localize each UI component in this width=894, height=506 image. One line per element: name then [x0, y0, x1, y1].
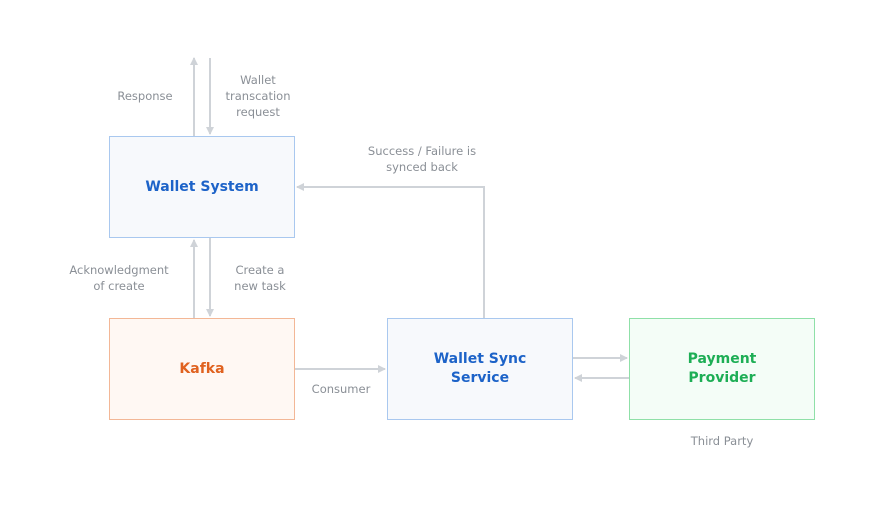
kafka-node: Kafka [109, 318, 295, 420]
success-failure-label: Success / Failure is synced back [367, 144, 477, 174]
consumer-label: Consumer [311, 382, 371, 396]
wallet-sync-service-label: Wallet Sync Service [433, 351, 527, 386]
payment-provider-label: Payment Provider [687, 351, 757, 386]
payment-provider-node: Payment Provider [629, 318, 815, 420]
wallet-sync-service-node: Wallet Sync Service [387, 318, 573, 420]
synced-back-arrow [296, 183, 485, 318]
response-label: Response [117, 89, 173, 103]
acknowledgment-label: Acknowledgment of create [69, 263, 169, 293]
wallet-system-node: Wallet System [109, 136, 295, 238]
third-party-label: Third Party [690, 434, 754, 448]
create-task-label: Create a new task [234, 263, 286, 293]
wallet-system-label: Wallet System [145, 178, 259, 195]
wallet-request-label: Wallet transcation request [225, 73, 291, 119]
kafka-label: Kafka [179, 360, 225, 377]
